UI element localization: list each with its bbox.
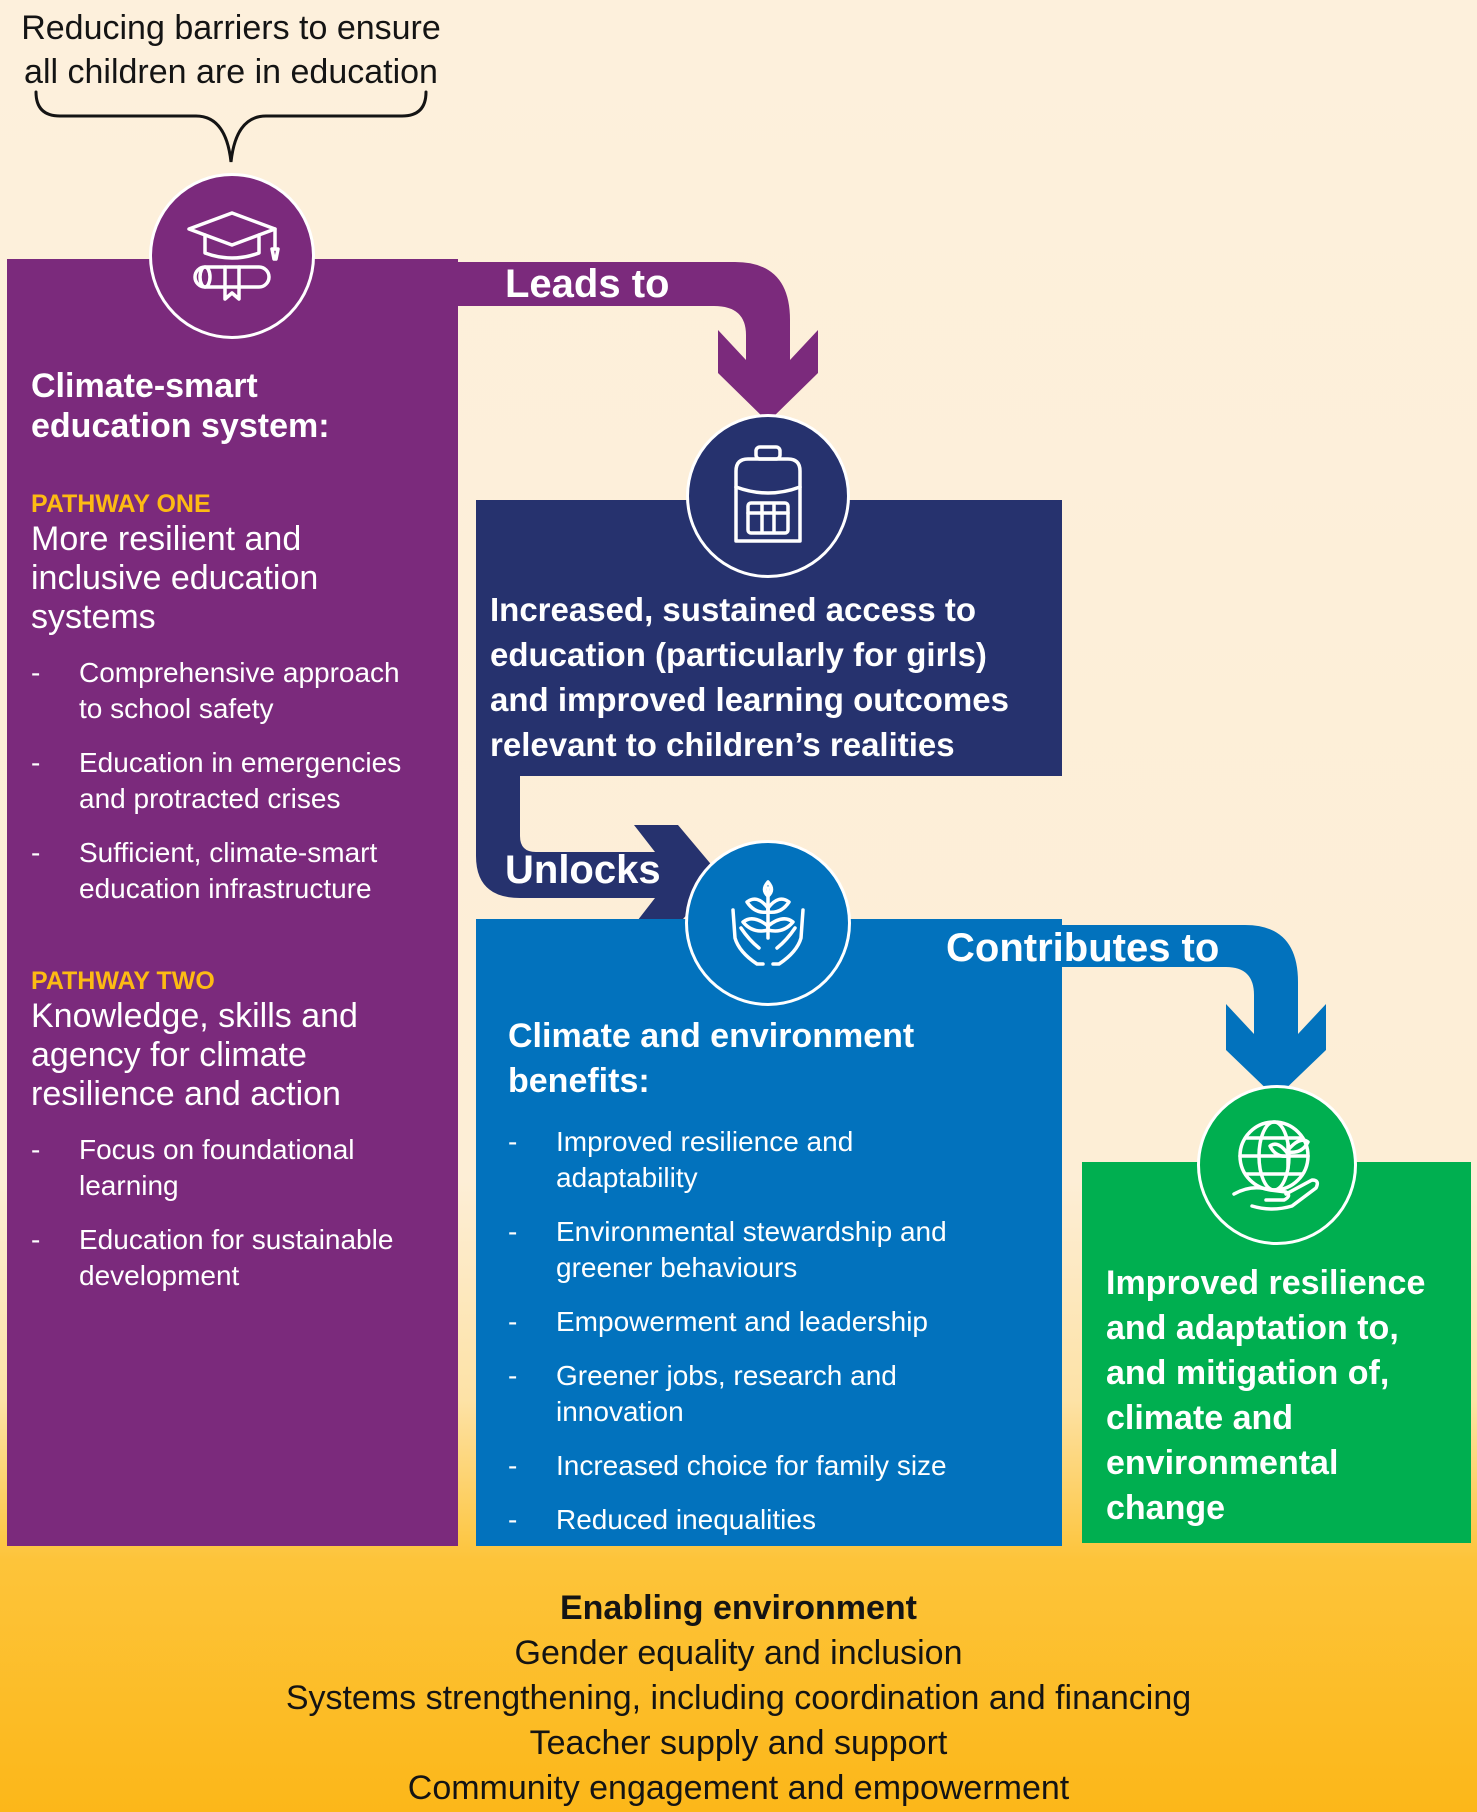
graduation-cap-diploma-icon (149, 173, 315, 339)
leads-to-label: Leads to (505, 262, 670, 306)
enabling-item: Community engagement and empowerment (407, 1769, 1070, 1807)
pathway-one-label: PATHWAY ONE (31, 490, 211, 518)
enabling-item: Gender equality and inclusion (514, 1634, 963, 1672)
hands-plant-icon (685, 840, 851, 1006)
top-caption-line: all children are in education (24, 53, 438, 91)
hand-globe-plant-icon (1197, 1085, 1357, 1245)
list-item: -Increased choice for family size (508, 1450, 947, 1481)
enabling-item: Systems strengthening, including coordin… (285, 1679, 1192, 1717)
brace (34, 90, 428, 163)
contributes-to-label: Contributes to (946, 926, 1220, 970)
enabling-item: Teacher supply and support (529, 1724, 948, 1762)
unlocks-arrow (476, 776, 720, 925)
leads-to-arrow (458, 262, 818, 422)
top-caption: Reducing barriers to ensure all children… (0, 6, 462, 94)
top-caption-line: Reducing barriers to ensure (21, 9, 441, 47)
list-item: -Reduced inequalities (508, 1504, 816, 1535)
enabling-environment: Enabling environment Gender equality and… (0, 1586, 1477, 1811)
backpack-icon (686, 414, 850, 578)
pathway-two-label: PATHWAY TWO (31, 967, 215, 995)
unlocks-label: Unlocks (505, 848, 661, 892)
enabling-environment-title: Enabling environment (559, 1589, 918, 1627)
contributes-to-arrow (1062, 925, 1326, 1098)
list-item: -Empowerment and leadership (508, 1306, 928, 1337)
